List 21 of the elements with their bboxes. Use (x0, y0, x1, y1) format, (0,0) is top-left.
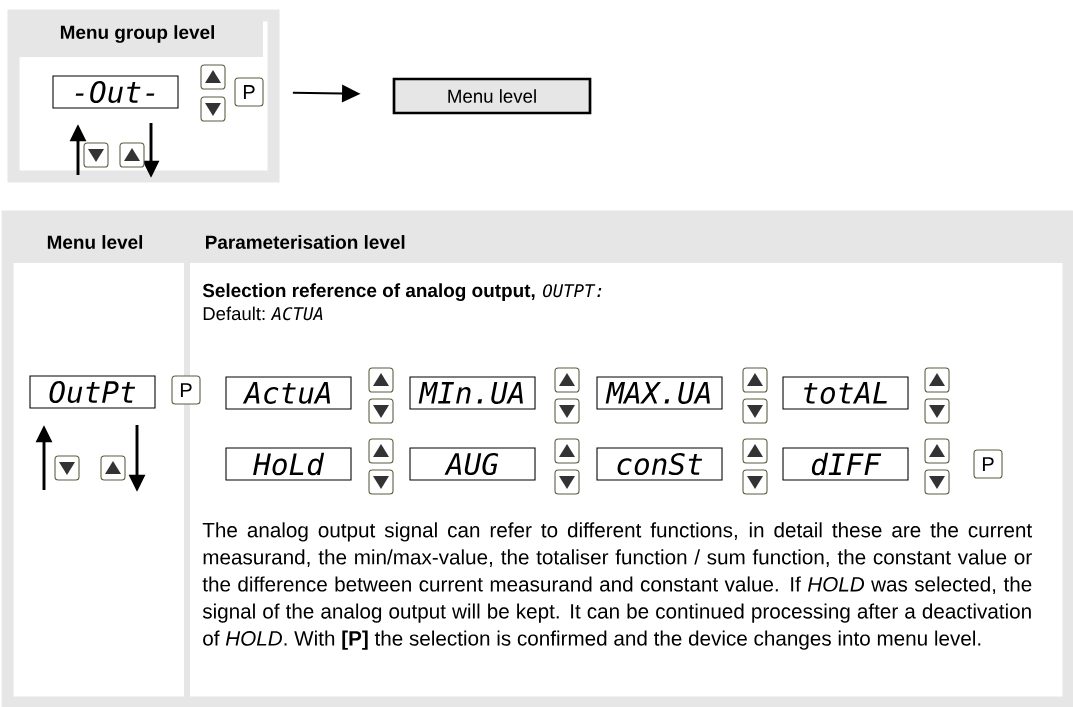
column-header: Parameterisation level (206, 235, 405, 249)
segment-display: AUG (409, 447, 536, 481)
p-button: P (973, 449, 1003, 479)
segment-display: MIn.UA (409, 376, 536, 410)
p-button: P (234, 77, 264, 107)
segment-display: MAX.UA (596, 376, 723, 410)
parameter-code: ACTUA (270, 307, 323, 321)
description-paragraph: The analog output signal can refer to different functions, in detail these are the current measurand, the min/max-value, the totaliser function / sum function, the constant value or the difference between current measurand and constant value. If HOLD was selected, the signal of the analog output will be kept. It can be continued processing after a deactivation of HOLD. With [P] the selection is confirmed and the device changes into menu level. (202, 522, 1032, 650)
default-label: Default: (203, 306, 265, 321)
segment-display: -Out- (52, 75, 179, 109)
p-button: P (171, 375, 201, 405)
segment-display: ActuA (225, 376, 352, 410)
section-heading: Selection reference of analog output, (202, 283, 535, 301)
segment-display: HoLd (225, 447, 352, 481)
segment-display: OutPt (29, 375, 156, 409)
parameter-code: OUTPT: (543, 284, 602, 298)
menu-level-box: Menu level (392, 77, 592, 115)
segment-display: dIFF (782, 447, 909, 481)
segment-display: conSt (596, 447, 723, 481)
segment-display: totAL (782, 376, 909, 410)
column-header: Menu level (47, 235, 143, 249)
